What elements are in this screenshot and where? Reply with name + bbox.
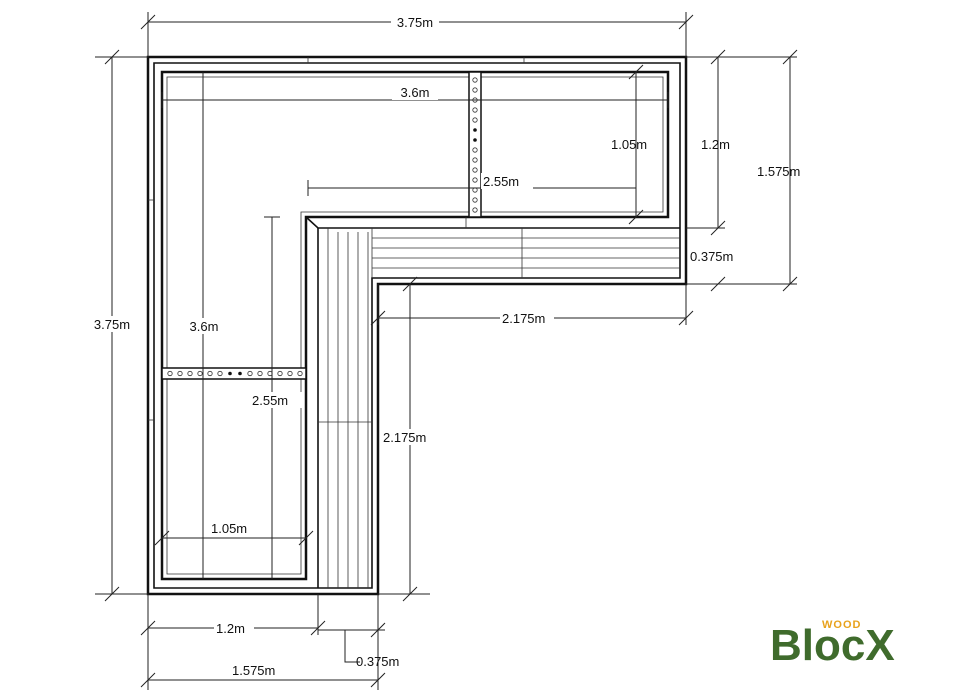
label-top-inner: 3.6m xyxy=(401,85,430,100)
vertical-seat-boards xyxy=(318,228,372,588)
label-top-right-a: 1.2m xyxy=(701,137,730,152)
dimension-labels: 3.75m 3.75m 3.6m 3.6m 1.05m 1.2m 1.575m … xyxy=(85,14,800,678)
logo-small-text: WOOD xyxy=(822,619,861,631)
label-vertical-seat: 2.175m xyxy=(383,430,426,445)
label-left-inner: 3.6m xyxy=(190,319,219,334)
horizontal-seat-boards xyxy=(371,228,680,278)
woodblocx-logo: WOOD BlocX xyxy=(770,619,895,670)
label-top-total: 3.75m xyxy=(397,15,433,30)
label-bottom-b: 1.575m xyxy=(232,663,275,678)
vertical-divider-strip xyxy=(468,71,482,218)
outer-frame xyxy=(146,55,688,596)
label-bottom-a: 1.2m xyxy=(216,621,245,636)
label-bottom-seat: 0.375m xyxy=(356,654,399,669)
label-top-seat-depth: 0.375m xyxy=(690,249,733,264)
label-left-total: 3.75m xyxy=(94,317,130,332)
label-left-span: 2.55m xyxy=(252,393,288,408)
horizontal-divider-strip xyxy=(161,367,307,380)
label-horizontal-seat: 2.175m xyxy=(502,311,545,326)
label-top-span: 2.55m xyxy=(483,174,519,189)
label-top-bench-depth: 1.05m xyxy=(611,137,647,152)
logo-main-text: BlocX xyxy=(770,621,895,670)
label-top-right-b: 1.575m xyxy=(757,164,800,179)
label-left-bench-depth: 1.05m xyxy=(211,521,247,536)
